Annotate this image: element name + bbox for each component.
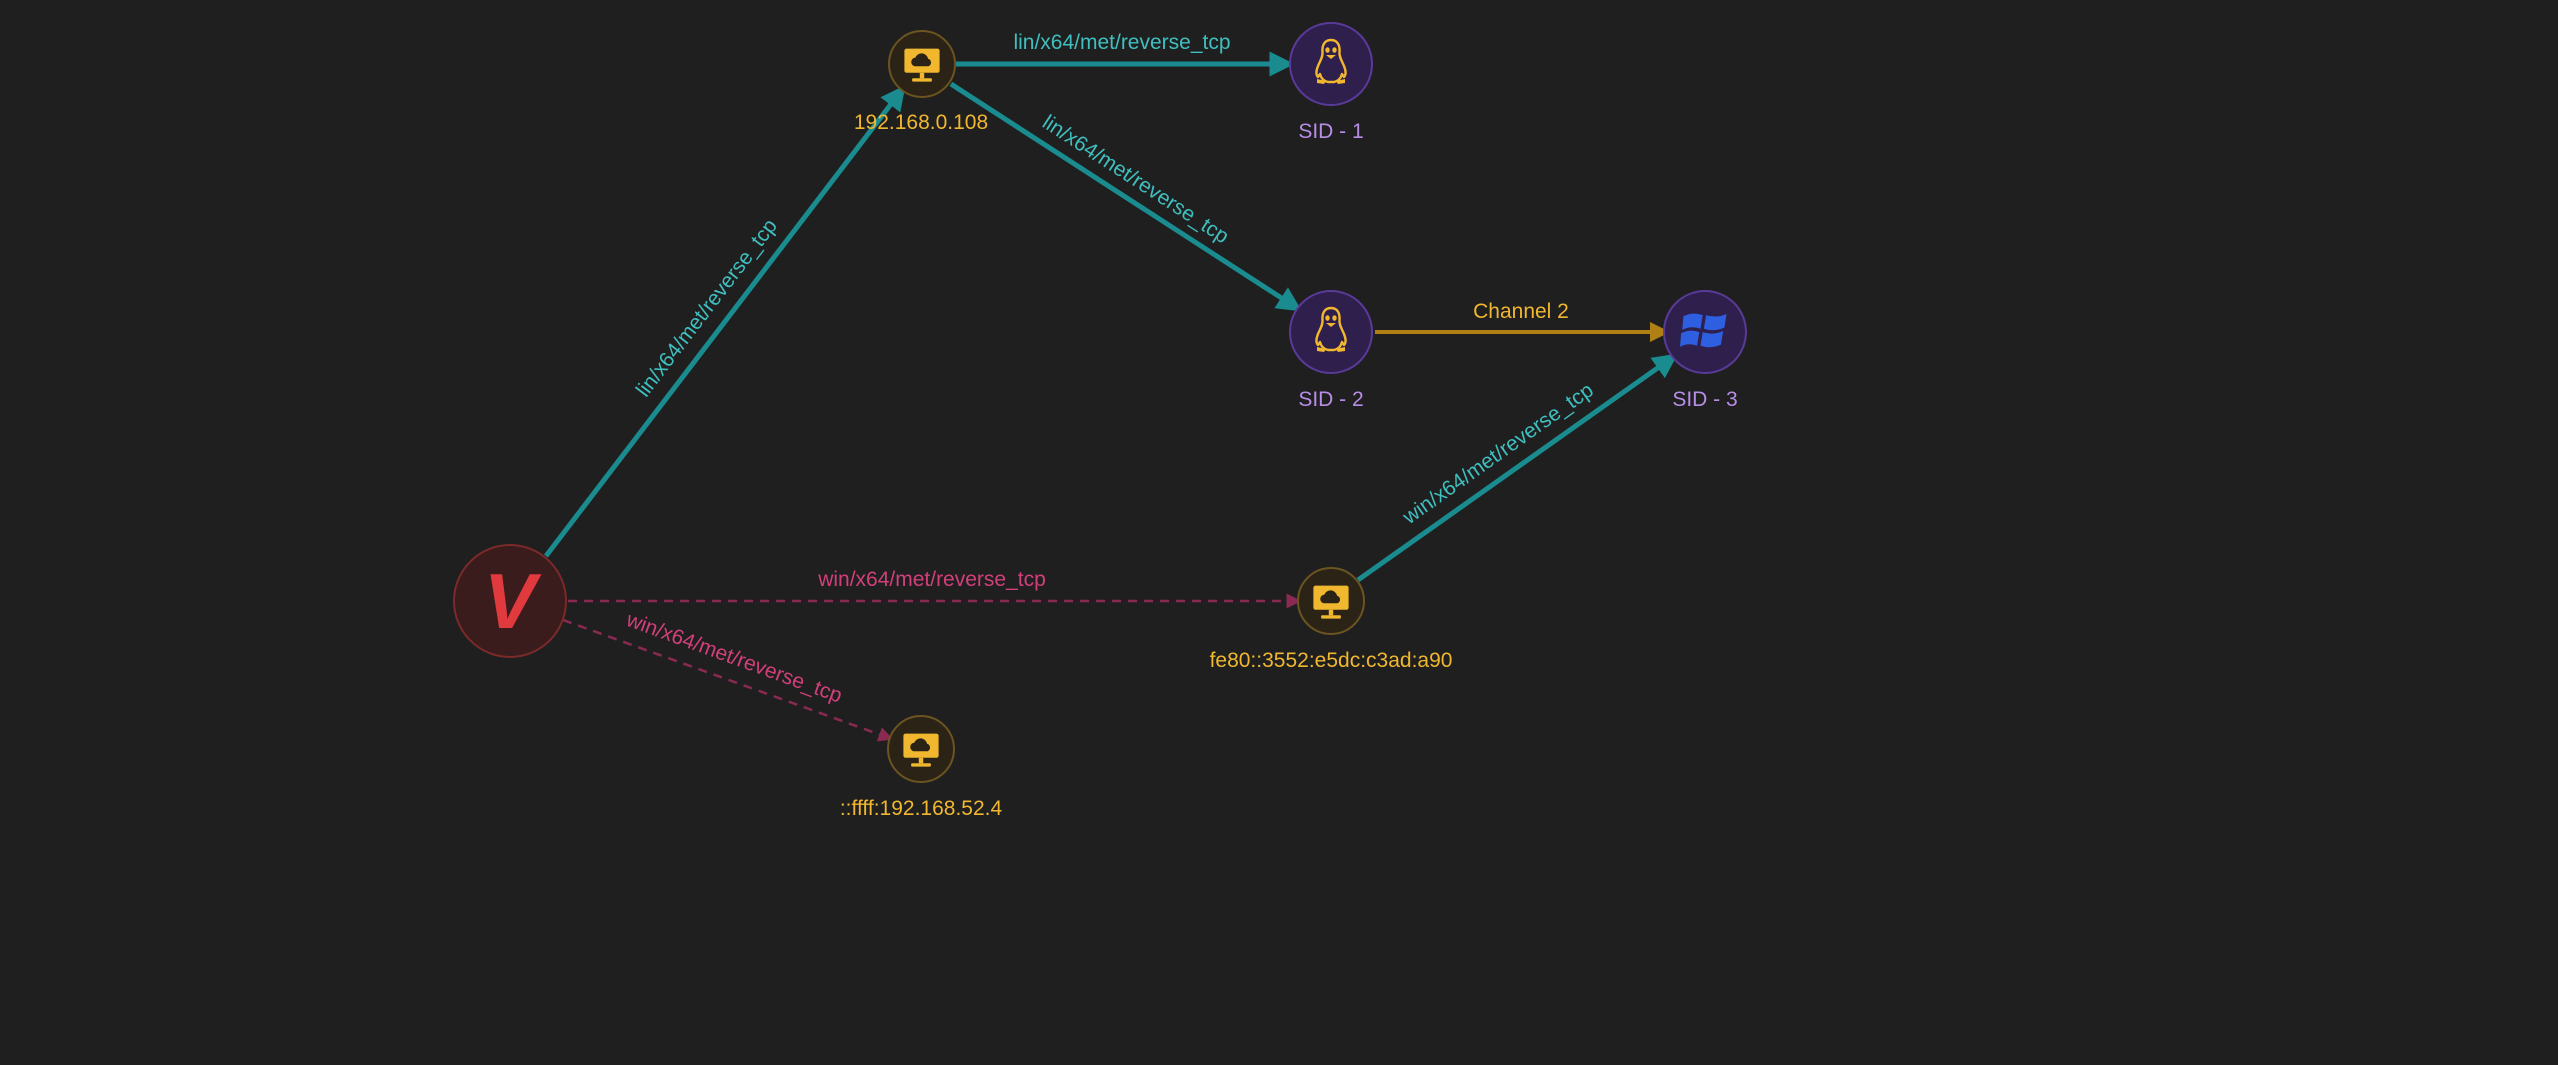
session-node-sid-2[interactable]: SID - 2 [1289,290,1373,411]
edge-server-host1[interactable] [544,85,906,558]
host-node-fe80[interactable]: fe80::3552:e5dc:c3ad:a90 [1210,567,1453,672]
host-label: fe80::3552:e5dc:c3ad:a90 [1210,649,1453,672]
session-label: SID - 1 [1298,120,1363,143]
edge-label-host2-sid3: win/x64/met/reverse_tcp [1398,379,1598,530]
edge-label-sid2-sid3: Channel 2 [1473,300,1569,323]
edge-label-host1-sid2: lin/x64/met/reverse_tcp [1038,111,1233,249]
edge-label-host1-sid1: lin/x64/met/reverse_tcp [1013,31,1230,54]
session-label: SID - 3 [1672,388,1737,411]
host-label: 192.168.0.108 [854,111,988,134]
host-node-192-168-0-108[interactable]: 192.168.0.108 [854,30,988,134]
session-node-sid-3[interactable]: SID - 3 [1663,290,1747,411]
edges-layer [544,51,1679,742]
edge-label-server-host3: win/x64/met/reverse_tcp [622,608,845,708]
edge-host2-sid3[interactable] [1356,352,1679,583]
session-node-sid-1[interactable]: SID - 1 [1289,22,1373,143]
edge-label-server-host2: win/x64/met/reverse_tcp [817,568,1046,591]
v-logo-icon: V [484,557,542,645]
host-label: ::ffff:192.168.52.4 [840,797,1003,820]
edge-label-server-host1: lin/x64/met/reverse_tcp [632,215,782,401]
server-node[interactable]: V [453,544,567,658]
edge-host1-sid2[interactable] [949,81,1303,313]
host-node-ffff-192-168-52-4[interactable]: ::ffff:192.168.52.4 [840,715,1003,820]
edge-labels-layer: lin/x64/met/reverse_tcp lin/x64/met/reve… [622,31,1597,708]
session-label: SID - 2 [1298,388,1363,411]
edge-server-host3[interactable] [562,618,894,742]
